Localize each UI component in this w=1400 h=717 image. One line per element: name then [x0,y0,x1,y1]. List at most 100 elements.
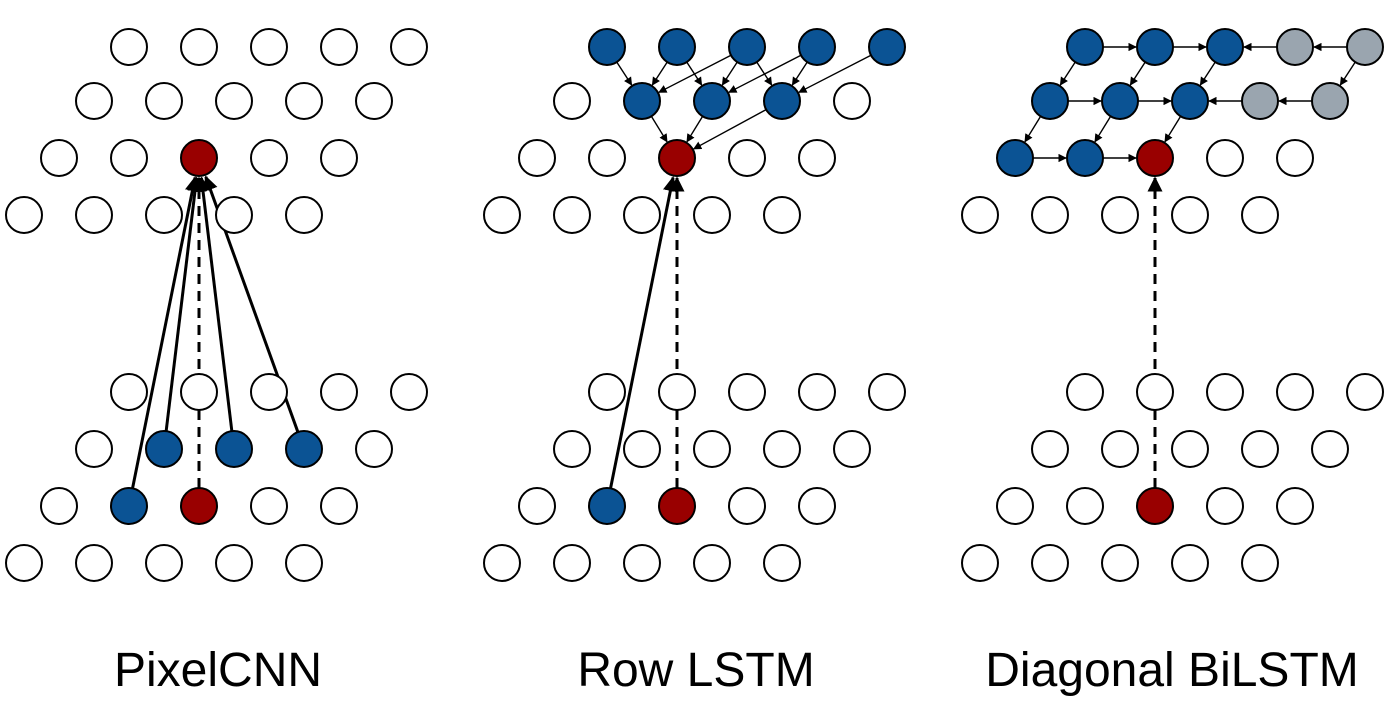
rowlstm-small-arrow [616,61,633,86]
diagbilstm-lower-pixel-empty [1206,487,1244,525]
diagbilstm-lower-pixel-empty [1346,373,1384,411]
diagbilstm-lower-pixel-empty [1276,373,1314,411]
pixelcnn-upper-pixel-empty [180,28,218,66]
pixelcnn-upper-pixel-empty [285,196,323,234]
diagbilstm-upper-pixel-empty [1171,196,1209,234]
diagbilstm-lower-pixel-empty [1206,373,1244,411]
rowlstm-lower-pixel-empty [763,430,801,468]
rowlstm-upper-pixel-empty [553,82,591,120]
rowlstm-upper-pixel-empty [728,139,766,177]
pixelcnn-lower-pixel-empty [215,544,253,582]
diagbilstm-lower-pixel-empty [1031,544,1069,582]
rowlstm-lower-pixel-empty [728,373,766,411]
rowlstm-upper-pixel-empty [623,196,661,234]
pixelcnn-upper-pixel-empty [285,82,323,120]
pixelcnn-upper-pixel-empty [110,139,148,177]
diagbilstm-upper-pixel-grey [1241,82,1279,120]
pixelcnn-upper-pixel-empty [215,196,253,234]
pixelcnn-lower-pixel-blue [215,430,253,468]
diagbilstm-upper-pixel-blue [996,139,1034,177]
diagbilstm-upper-pixel-empty [1276,139,1314,177]
rowlstm-lower-pixel-empty [483,544,521,582]
diagbilstm-lower-pixel-empty [1171,430,1209,468]
diagbilstm-upper-pixel-blue [1206,28,1244,66]
rowlstm-upper-pixel-empty [833,82,871,120]
rowlstm-small-arrow [686,61,703,86]
rowlstm-upper-pixel-blue [798,28,836,66]
rowlstm-upper-pixel-blue [763,82,801,120]
pixelcnn-lower-pixel-empty [5,544,43,582]
rowlstm-small-arrow [798,54,872,93]
pixelcnn-upper-pixel-empty [40,139,78,177]
diagbilstm-upper-pixel-blue [1171,82,1209,120]
rowlstm-upper-pixel-blue [623,82,661,120]
pixelcnn-lower-pixel-empty [390,373,428,411]
rowlstm-upper-pixel-blue [728,28,766,66]
diagbilstm-upper-pixel-blue [1066,139,1104,177]
pixelcnn-upper-pixel-empty [390,28,428,66]
pixelcnn-lower-pixel-empty [250,487,288,525]
rowlstm-upper-pixel-empty [483,196,521,234]
rowlstm-dependency-arrow [609,176,678,489]
diagbilstm-lower-pixel-empty [996,487,1034,525]
pixelcnn-upper-pixel-empty [320,139,358,177]
rowlstm-small-arrow [686,115,704,143]
circles-layer [5,28,1384,582]
pixelcnn-lower-pixel-empty [145,544,183,582]
rowlstm-lower-pixel-empty [833,430,871,468]
pixelcnn-upper-pixel-empty [320,28,358,66]
rowlstm-small-arrow [756,61,773,86]
diagbilstm-upper-pixel-target [1136,139,1174,177]
diagbilstm-upper-pixel-blue [1066,28,1104,66]
rowlstm-lower-pixel-empty [693,544,731,582]
diagbilstm-lower-pixel-empty [961,544,999,582]
rowlstm-lower-pixel-empty [868,373,906,411]
pixelcnn-lower-pixel-empty [40,487,78,525]
rowlstm-upper-pixel-blue [868,28,906,66]
diagbilstm-lower-pixel-empty [1031,430,1069,468]
diagbilstm-lower-pixel-empty [1241,544,1279,582]
pixelcnn-upper-pixel-empty [75,196,113,234]
rowlstm-upper-pixel-empty [553,196,591,234]
rowlstm-upper-pixel-empty [518,139,556,177]
pixelcnn-lower-pixel-empty [75,430,113,468]
rowlstm-lower-pixel-empty [553,544,591,582]
pixelcnn-dependency-arrow [131,176,200,489]
pixelcnn-lower-pixel-empty [75,544,113,582]
diagbilstm-lower-pixel-empty [1101,430,1139,468]
rowlstm-upper-pixel-empty [798,139,836,177]
pixelcnn-upper-pixel-empty [5,196,43,234]
pixelcnn-dependency-arrow [164,176,203,432]
pixelcnn-upper-pixel-empty [75,82,113,120]
diagbilstm-lower-pixel-empty [1066,487,1104,525]
diagbilstm-lower-pixel-empty [1171,544,1209,582]
rowlstm-lower-pixel-empty [763,544,801,582]
pixelcnn-upper-pixel-empty [355,82,393,120]
diagbilstm-small-arrow [1199,61,1216,86]
rowlstm-lower-pixel-empty [518,487,556,525]
diagbilstm-lower-pixel-empty [1241,430,1279,468]
rowlstm-lower-pixel-empty [693,430,731,468]
diagbilstm-upper-pixel-grey [1346,28,1384,66]
pixelcnn-upper-pixel-empty [250,139,288,177]
pixelcnn-lower-pixel-blue [145,430,183,468]
pixelcnn-lower-pixel-blue [285,430,323,468]
diagbilstm-lower-pixel-empty [1276,487,1314,525]
pixelcnn-upper-pixel-empty [215,82,253,120]
diagbilstm-small-arrow [1024,115,1042,143]
rowlstm-lower-pixel-empty [588,373,626,411]
pixelcnn-dependency-arrow [195,176,234,432]
rowlstm-lower-pixel-empty [553,430,591,468]
pixelcnn-upper-pixel-empty [110,28,148,66]
pixelcnn-lower-pixel-empty [320,487,358,525]
diagbilstm-small-arrow [1094,115,1112,143]
pixelcnn-lower-pixel-empty [320,373,358,411]
pixelcnn-lower-pixel-empty [180,373,218,411]
panel-label-diagonal-bilstm: Diagonal BiLSTM [985,644,1359,697]
pixelcnn-upper-pixel-empty [145,196,183,234]
diagbilstm-upper-pixel-blue [1031,82,1069,120]
diagbilstm-upper-pixel-grey [1276,28,1314,66]
rowlstm-lower-pixel-empty [798,487,836,525]
rowlstm-lower-pixel-empty [728,487,766,525]
